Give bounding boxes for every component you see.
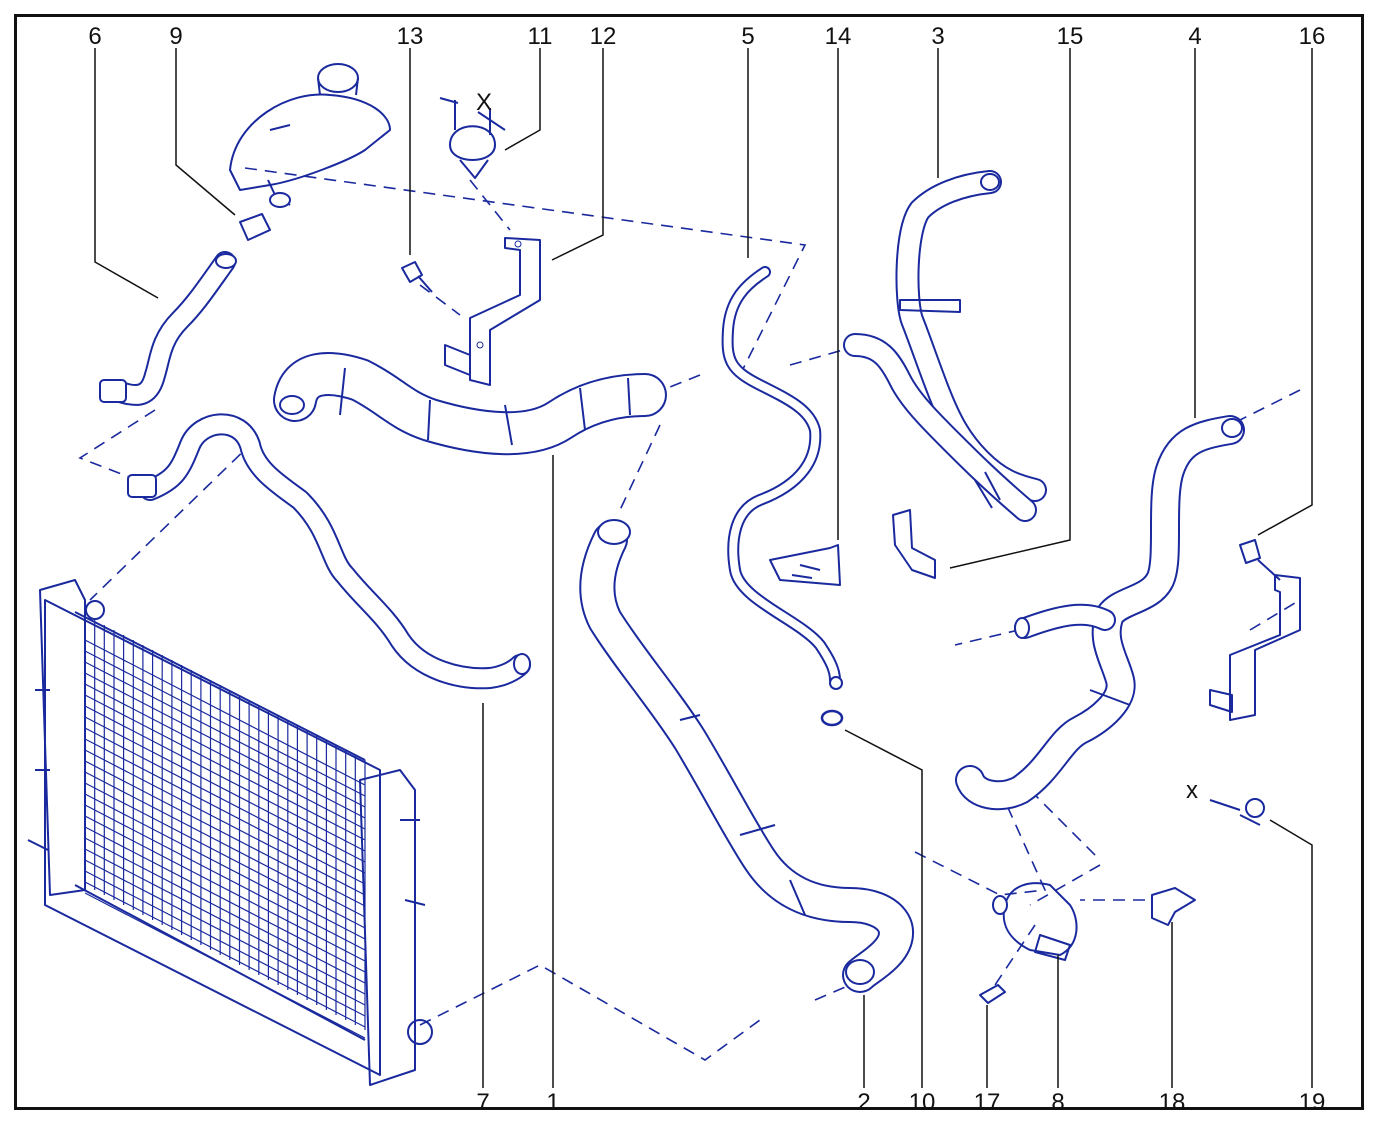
callout-19: 19 — [1299, 1089, 1326, 1116]
water-pump-8[interactable] — [992, 882, 1078, 961]
callout-11: 11 — [528, 23, 553, 50]
clip-17[interactable] — [979, 984, 1006, 1004]
bolt-dimension-x: x — [1186, 777, 1198, 804]
callout-10: 10 — [909, 1089, 936, 1116]
bracket-15[interactable] — [892, 509, 936, 579]
hose-clip-11[interactable]: X — [439, 89, 506, 179]
callout-13: 13 — [397, 23, 424, 50]
callout-6: 6 — [88, 23, 101, 50]
callout-3: 3 — [931, 23, 944, 50]
hose-3[interactable] — [843, 170, 1047, 522]
callout-8: 8 — [1051, 1089, 1064, 1116]
expansion-tank[interactable] — [229, 63, 391, 208]
callout-2: 2 — [857, 1089, 870, 1116]
callout-5: 5 — [741, 23, 754, 50]
callout-numbers: 6 9 13 11 12 5 14 3 15 4 16 7 1 2 10 17 … — [88, 23, 1325, 1116]
hose-5[interactable] — [721, 266, 843, 690]
clip-dimension-x: X — [476, 89, 492, 116]
connector-9[interactable] — [239, 213, 271, 241]
hose-2[interactable] — [579, 519, 914, 993]
bracket-18[interactable] — [1151, 887, 1196, 926]
assembly-lines — [78, 167, 1301, 1061]
callout-9: 9 — [169, 23, 182, 50]
callout-4: 4 — [1188, 23, 1201, 50]
clip-10[interactable] — [820, 709, 844, 727]
callout-17: 17 — [974, 1089, 1001, 1116]
bracket-14[interactable] — [769, 544, 841, 586]
bracket-12[interactable] — [444, 237, 541, 386]
bolt-19[interactable]: x — [1186, 777, 1265, 826]
callout-12: 12 — [590, 23, 617, 50]
callout-15: 15 — [1057, 23, 1084, 50]
bracket-16[interactable] — [1209, 539, 1301, 721]
hose-4[interactable] — [955, 415, 1245, 811]
bolt-13[interactable] — [401, 261, 433, 293]
callout-1: 1 — [546, 1089, 559, 1116]
hose-7[interactable] — [127, 413, 531, 690]
hose-1[interactable] — [273, 352, 667, 456]
leader-lines — [94, 48, 1313, 1088]
callout-16: 16 — [1299, 23, 1326, 50]
callout-18: 18 — [1159, 1089, 1186, 1116]
hose-6[interactable] — [99, 251, 237, 406]
radiator[interactable] — [27, 579, 433, 1086]
callout-7: 7 — [476, 1089, 489, 1116]
callout-14: 14 — [825, 23, 852, 50]
